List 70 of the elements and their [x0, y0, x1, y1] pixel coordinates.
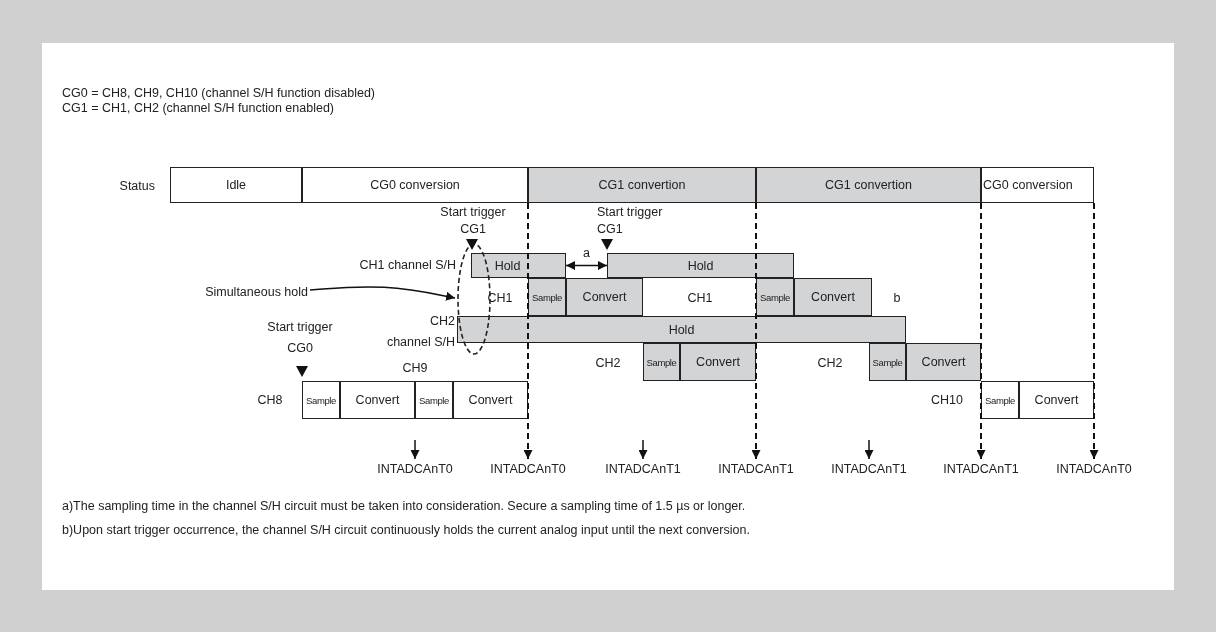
segment-label: Convert	[696, 355, 740, 369]
row-label: CH1 channel S/H	[358, 257, 456, 274]
segment-label: Sample	[760, 291, 790, 303]
row-label: Status	[118, 178, 155, 195]
segment-label: Convert	[811, 290, 855, 304]
sample-segment	[302, 381, 340, 419]
segment-label: Convert	[921, 355, 966, 369]
interrupt-signal-label: INTADCAnT1	[718, 462, 794, 476]
convert-segment	[1019, 381, 1094, 419]
segment-label: Sample	[872, 356, 903, 368]
sample-segment	[981, 381, 1019, 419]
segment-label: Idle	[225, 178, 247, 192]
sample-segment	[869, 343, 906, 381]
segment-label: Sample	[646, 356, 677, 368]
channel-label: CH1	[686, 290, 714, 307]
trigger-label: Start trigger CG1	[597, 204, 664, 238]
hold-bar	[471, 253, 566, 278]
convert-segment	[906, 343, 981, 381]
segment-label: Convert	[468, 393, 513, 407]
definition-note: CG0 = CH8, CH9, CH10 (channel S/H function disabled)	[62, 86, 376, 101]
interrupt-signal-label: INTADCAnT1	[943, 462, 1019, 476]
segment-label: CG1 convertion	[825, 178, 912, 192]
convert-segment	[453, 381, 528, 419]
channel-label: CH1	[486, 290, 514, 307]
footnote: a)The sampling time in the channel S/H circuit must be taken into consideration. Secure a sampling time of 1.5 µs or longer.	[62, 498, 747, 515]
convert-segment	[680, 343, 756, 381]
hold-bar	[607, 253, 794, 278]
convert-segment	[794, 278, 872, 316]
interrupt-signal-label: INTADCAnT1	[605, 462, 681, 476]
channel-label: CH2	[816, 355, 844, 372]
status-segment	[756, 167, 981, 203]
segment-label: Sample	[306, 394, 336, 406]
trigger-label: Start trigger CG1	[439, 204, 507, 238]
channel-label: CH2	[594, 355, 622, 372]
hold-bar	[457, 316, 906, 343]
definition-note: CG1 = CH1, CH2 (channel S/H function enabled)	[62, 101, 335, 116]
status-segment	[170, 167, 302, 203]
row-label: CH10	[930, 392, 964, 409]
segment-label: Sample	[532, 291, 562, 303]
interrupt-signal-label: INTADCAnT1	[831, 462, 907, 476]
row-label: CH8	[256, 392, 284, 409]
segment-label: Hold	[668, 322, 695, 337]
interrupt-signal-label: INTADCAnT0	[1056, 462, 1132, 476]
status-segment	[981, 167, 1094, 203]
segment-label: Hold	[687, 258, 714, 273]
segment-label: Sample	[985, 394, 1015, 406]
channel-label: CH9	[401, 360, 429, 377]
sample-segment	[756, 278, 794, 316]
segment-label: Convert	[582, 290, 627, 304]
sample-segment	[528, 278, 566, 316]
sample-segment	[415, 381, 453, 419]
note-marker: b	[892, 290, 902, 307]
interrupt-signal-label: INTADCAnT0	[490, 462, 566, 476]
segment-label: Hold	[494, 258, 521, 273]
status-segment	[528, 167, 756, 203]
footnote: b)Upon start trigger occurrence, the channel S/H circuit continuously holds the current analog input until the next conversion.	[62, 522, 751, 539]
row-label: CH2 channel S/H	[385, 313, 455, 351]
convert-segment	[566, 278, 643, 316]
segment-label: Sample	[419, 394, 449, 406]
annotation-text: Simultaneous hold	[205, 285, 308, 299]
trigger-label: Start trigger CG0	[266, 319, 334, 357]
status-segment	[302, 167, 528, 203]
convert-segment	[340, 381, 415, 419]
segment-label: CG0 conversion	[983, 178, 1073, 192]
segment-label: CG1 convertion	[598, 178, 686, 192]
segment-label: Convert	[355, 393, 400, 407]
segment-label: CG0 conversion	[370, 178, 460, 192]
segment-label: Convert	[1034, 393, 1079, 407]
sample-segment	[643, 343, 680, 381]
interrupt-signal-label: INTADCAnT0	[377, 462, 453, 476]
